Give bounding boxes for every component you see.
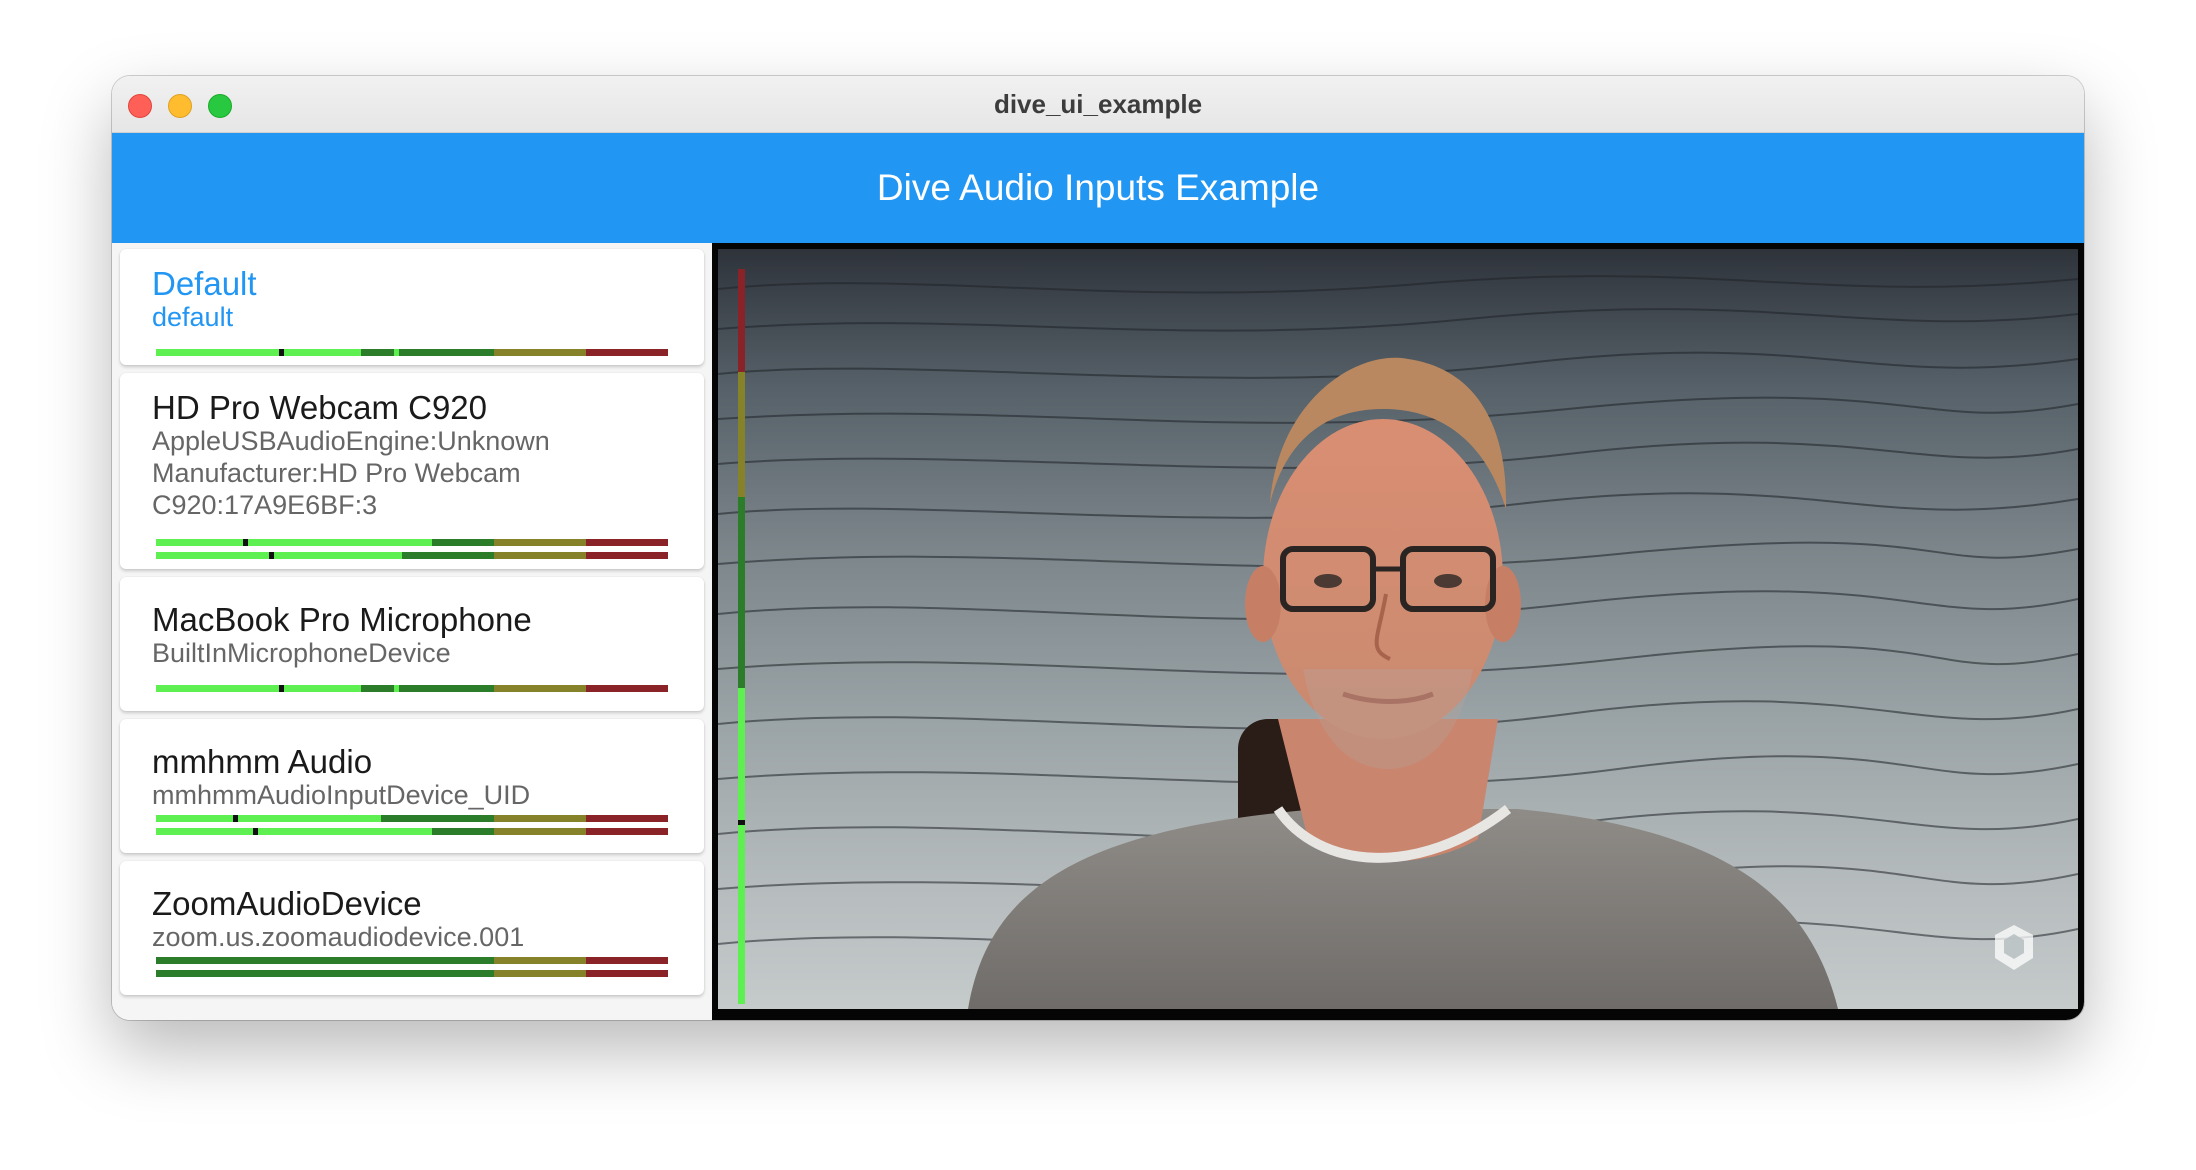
audio-level-meter [156, 349, 668, 356]
meter-peak-marker [268, 552, 274, 559]
audio-input-list[interactable]: Default default HD Pro Webcam C920 Apple… [112, 243, 712, 1020]
meter-hold-marker [394, 685, 400, 692]
audio-input-card-zoomaudiodevice[interactable]: ZoomAudioDevice zoom.us.zoomaudiodevice.… [120, 861, 704, 995]
audio-input-card-macbook-pro-microphone[interactable]: MacBook Pro Microphone BuiltInMicrophone… [120, 577, 704, 711]
input-level-meter-vertical [738, 269, 745, 1004]
device-name: mmhmm Audio [152, 743, 373, 780]
device-uid: mmhmmAudioInputDevice_UID [152, 780, 531, 810]
meter-lit-segment [360, 815, 377, 822]
video-panel [712, 243, 2084, 1020]
meter-unlit-segment [156, 957, 361, 964]
meter-hold-marker [394, 349, 400, 356]
title-bar[interactable]: dive_ui_example [112, 76, 2084, 133]
audio-level-meter-channel-1 [156, 539, 668, 546]
camera-feed-image [718, 275, 2078, 1009]
device-name: ZoomAudioDevice [152, 885, 422, 922]
audio-level-meter-channel-2 [156, 828, 668, 835]
close-window-button[interactable] [128, 94, 152, 118]
audio-level-meter [156, 685, 668, 692]
mmhmm-logo-icon [1995, 925, 2033, 970]
audio-input-card-default[interactable]: Default default [120, 249, 704, 365]
audio-input-card-mmhmm-audio[interactable]: mmhmm Audio mmhmmAudioInputDevice_UID [120, 719, 704, 853]
meter-peak-marker [232, 815, 238, 822]
camera-preview [718, 249, 2078, 1009]
device-name: Default [152, 265, 257, 302]
meter-peak-marker [278, 349, 284, 356]
meter-hold-marker [427, 539, 433, 546]
meter-hold-marker [376, 815, 382, 822]
device-uid: AppleUSBAudioEngine:Unknown Manufacturer… [152, 426, 550, 520]
meter-hold-marker [427, 828, 433, 835]
meter-lit-segment [360, 828, 428, 835]
window-title: dive_ui_example [993, 89, 1203, 119]
app-bar-title: Dive Audio Inputs Example [876, 167, 1320, 208]
meter-unlit-segment [156, 970, 361, 977]
meter-lit-segment [360, 552, 397, 559]
minimize-window-button[interactable] [168, 94, 192, 118]
app-window: dive_ui_example Dive Audio Inputs Exampl… [112, 76, 2084, 1020]
meter-peak-marker [278, 685, 284, 692]
app-bar: Dive Audio Inputs Example [112, 133, 2084, 243]
device-name: MacBook Pro Microphone [152, 601, 532, 638]
audio-level-meter-channel-1 [156, 957, 668, 964]
device-uid: default [152, 302, 234, 332]
audio-level-meter-channel-2 [156, 552, 668, 559]
zoom-window-button[interactable] [208, 94, 232, 118]
meter-peak-marker [243, 539, 249, 546]
device-uid: zoom.us.zoomaudiodevice.001 [152, 922, 525, 952]
meter-hold-marker [396, 552, 402, 559]
audio-input-card-hd-pro-webcam-c920[interactable]: HD Pro Webcam C920 AppleUSBAudioEngine:U… [120, 373, 704, 569]
audio-level-meter-channel-1 [156, 815, 668, 822]
meter-lit-segment [360, 539, 428, 546]
audio-level-meter-channel-2 [156, 970, 668, 977]
meter-peak-marker [253, 828, 259, 835]
device-uid: BuiltInMicrophoneDevice [152, 638, 451, 668]
peak-marker [738, 820, 745, 826]
device-name: HD Pro Webcam C920 [152, 389, 488, 426]
